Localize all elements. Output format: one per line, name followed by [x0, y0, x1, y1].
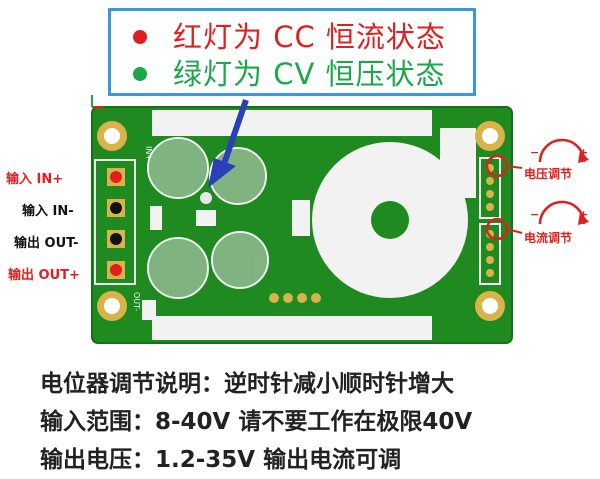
terminal-out-minus: [107, 230, 125, 248]
legend-red-row: 红灯为 CC 恒流状态: [133, 20, 446, 54]
terminal-in-minus: [107, 199, 125, 217]
label-current-adjust: 电流调节: [524, 231, 573, 245]
label-voltage-adjust: 电压调节: [524, 167, 573, 181]
legend-green-row: 绿灯为 CV 恒压状态: [133, 57, 446, 91]
label-output-plus: 输出 OUT+: [8, 268, 80, 283]
green-led-dot: [133, 67, 147, 81]
resistor-2: [196, 210, 216, 226]
output-voltage-note: 输出电压：1.2-35V 输出电流可调: [40, 447, 402, 473]
header-pins: [269, 293, 321, 303]
heatsink-pad-top: [152, 110, 432, 136]
red-led-dot: [133, 30, 147, 44]
led-pointer-arrow: [219, 99, 249, 171]
toroid-inductor: [312, 142, 468, 298]
pcb-label-out-minus: OUT-: [132, 292, 141, 311]
status-legend: 红灯为 CC 恒流状态 绿灯为 CV 恒压状态: [108, 8, 476, 96]
pot-adjust-note: 电位器调节说明：逆时针减小顺时针增大: [40, 371, 454, 397]
voltage-adjust-arc: [538, 138, 586, 163]
terminal-in-plus: [107, 168, 125, 186]
capacitors: [147, 137, 269, 299]
legend-red-text: 红灯为 CC 恒流状态: [173, 20, 446, 54]
current-plus-mark: +: [579, 208, 588, 221]
pcb-label-in-plus: IN+: [144, 146, 153, 161]
mounting-hole-bl: [97, 291, 127, 321]
pad-middle: [292, 200, 310, 236]
label-output-minus: 输出 OUT-: [14, 236, 79, 251]
resistor-3: [142, 300, 156, 320]
current-minus-mark: −: [530, 208, 539, 221]
current-adjust-arc: [538, 200, 586, 225]
terminal-out-plus: [107, 261, 125, 279]
label-input-minus: 输入 IN-: [22, 204, 74, 219]
resistor-1: [150, 206, 162, 230]
mounting-hole-tl: [97, 121, 127, 151]
legend-green-text: 绿灯为 CV 恒压状态: [173, 57, 446, 91]
label-input-plus: 输入 IN+: [6, 172, 64, 187]
terminal-block-outline: [94, 159, 136, 285]
mounting-hole-br: [475, 291, 505, 321]
voltage-plus-mark: +: [579, 146, 588, 159]
status-led: [200, 192, 212, 204]
voltage-minus-mark: −: [530, 146, 539, 159]
mounting-hole-tr: [475, 121, 505, 151]
heatsink-pad-bottom: [152, 316, 432, 340]
input-range-note: 输入范围：8-40V 请不要工作在极限40V: [40, 409, 473, 435]
